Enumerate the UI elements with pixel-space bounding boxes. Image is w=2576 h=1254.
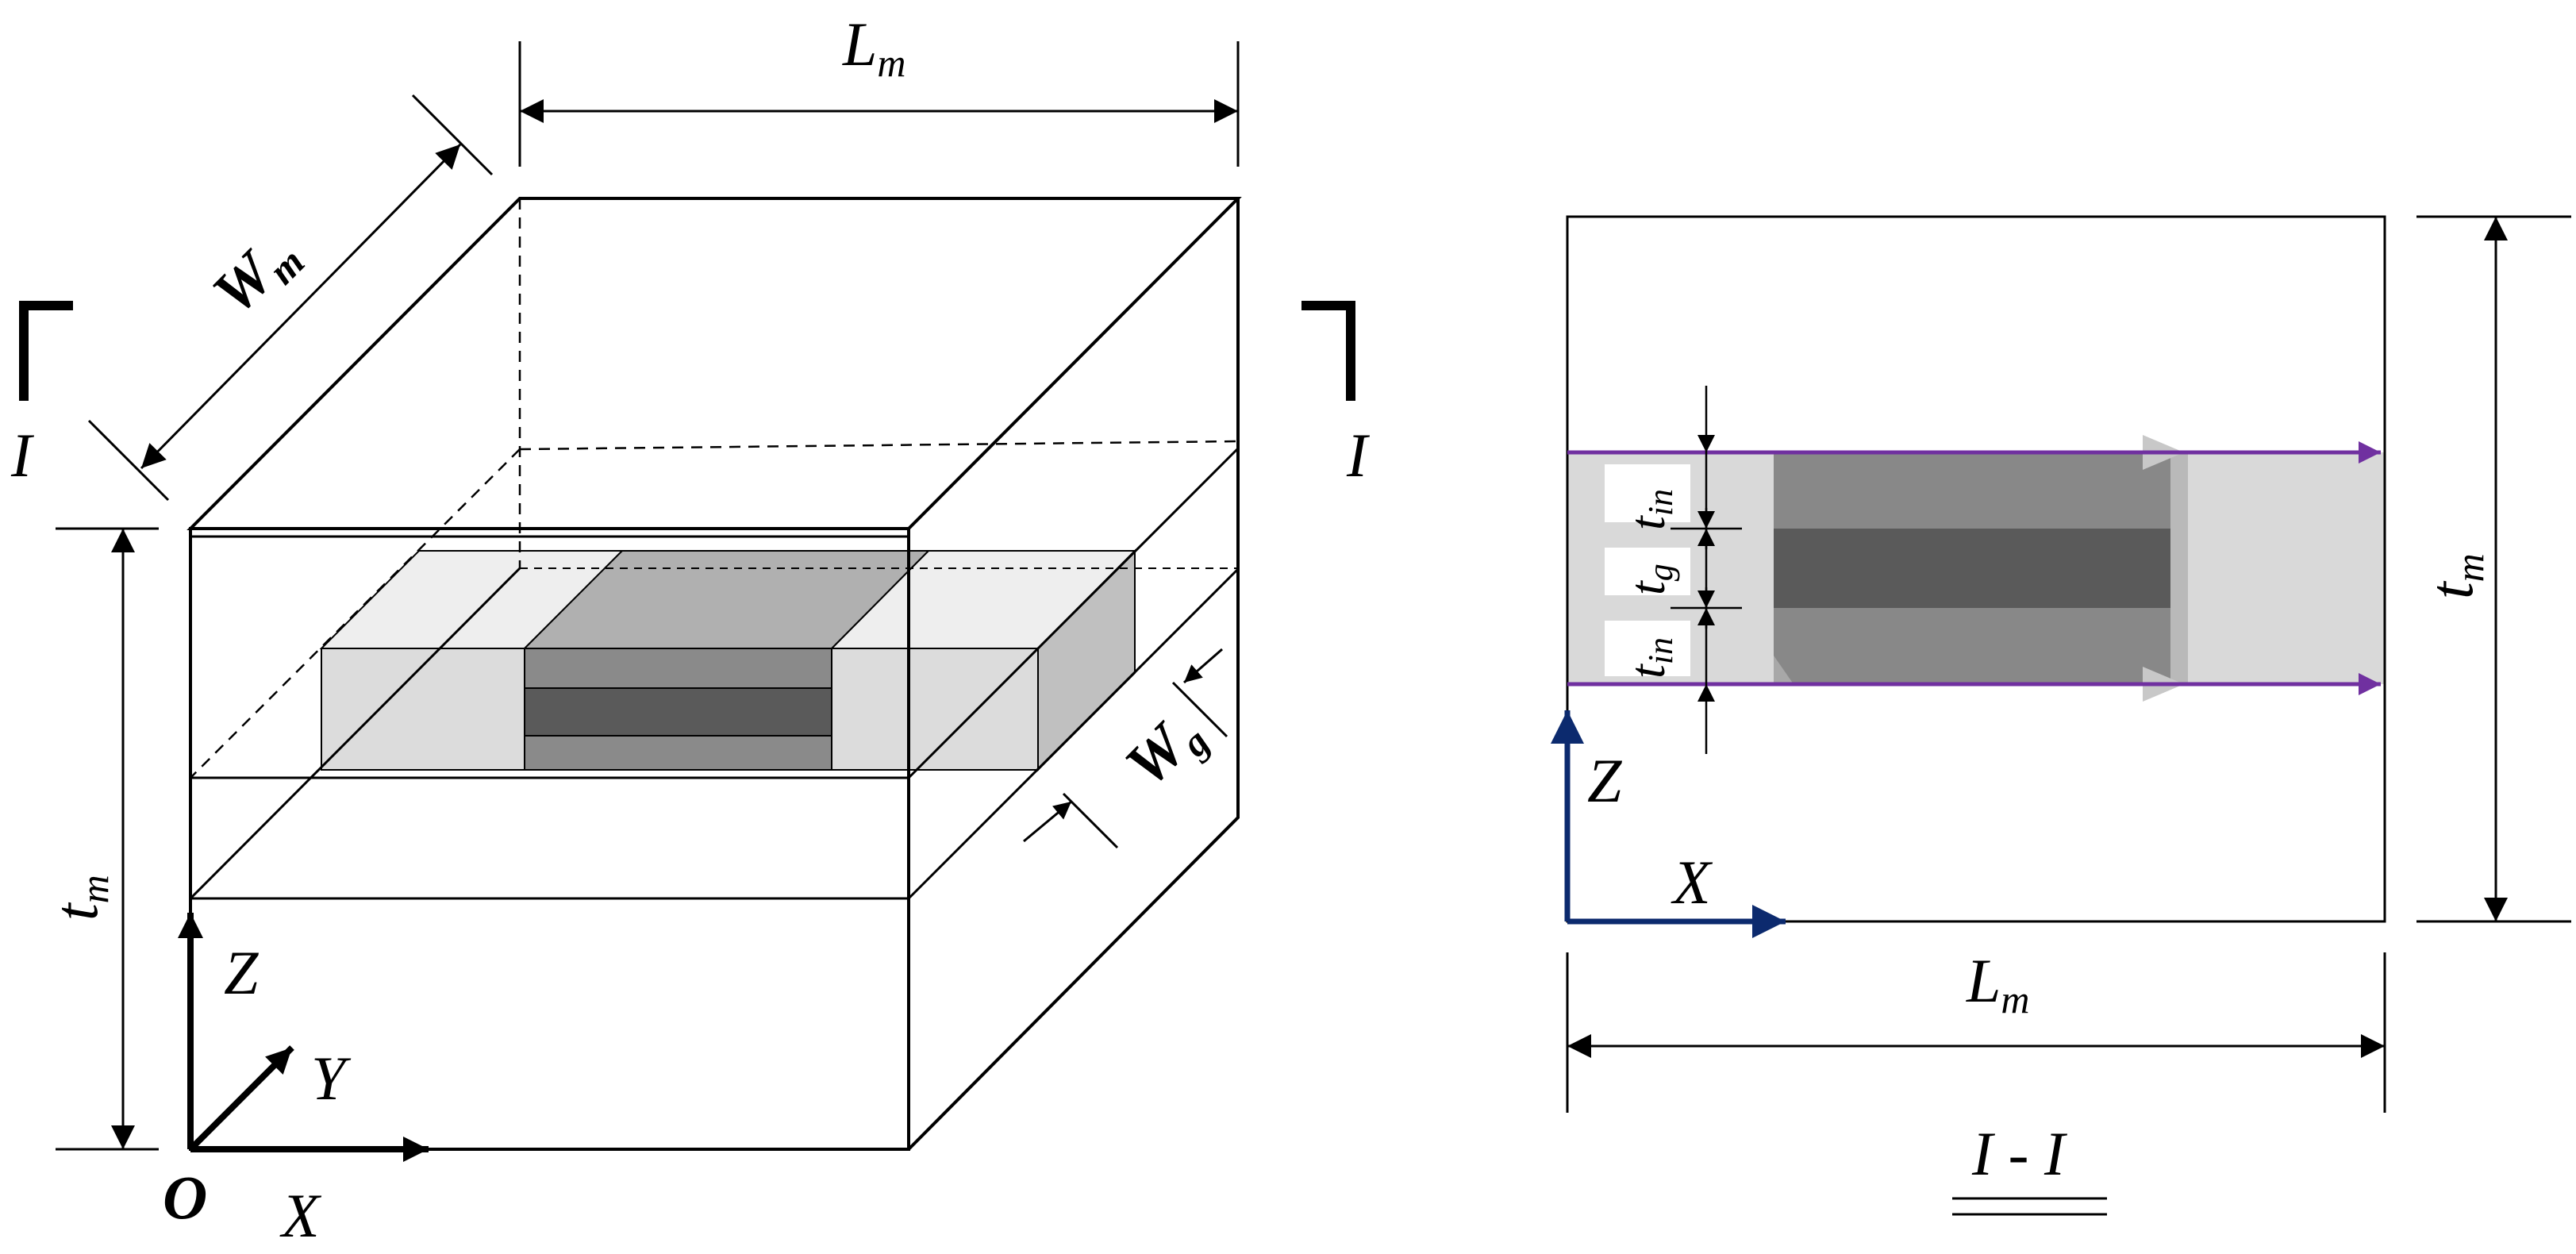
section-insulation-bottom — [1774, 608, 2178, 684]
hidden-edge — [190, 448, 521, 779]
box-right-edge — [907, 198, 1240, 1151]
section-insulation-top — [1774, 452, 2178, 529]
section-marker-left — [19, 301, 73, 401]
hidden-edge — [519, 440, 1239, 451]
section-view: tin tg tin tm Lm Z X I - I — [1551, 215, 2571, 1216]
wg-extension-line — [1171, 681, 1228, 738]
section-axis-x-label: X — [1671, 848, 1713, 917]
tg-label: tg — [1619, 564, 1680, 595]
insulation-bottom-layer — [524, 735, 832, 771]
wm-extension-line — [87, 419, 170, 502]
axis-y-label: Y — [311, 1044, 352, 1113]
insulation-top-layer — [524, 648, 832, 689]
section-gap — [1774, 529, 2178, 608]
box-front-face — [189, 527, 910, 1151]
lm-label: Lm — [842, 10, 906, 85]
y-axis — [188, 1045, 294, 1152]
section-title: I - I — [1971, 1119, 2068, 1188]
wg-arrow-upper — [1183, 648, 1223, 684]
axis-z-label: Z — [224, 938, 260, 1007]
embedded-block — [319, 548, 1137, 772]
axis-x-label: X — [279, 1181, 322, 1250]
layer-line — [907, 447, 1240, 779]
gap-layer — [524, 687, 832, 737]
wm-label: Wm — [199, 217, 313, 332]
tin-label-top: tin — [1619, 489, 1680, 530]
overlay-arrowhead — [1774, 656, 1794, 684]
section-core-edge — [2170, 452, 2188, 684]
tin-box-top — [1605, 464, 1690, 522]
tm-label: tm — [41, 875, 117, 921]
section-mark-right: I — [1346, 421, 1371, 490]
layer-line — [907, 567, 1240, 900]
layer-line — [189, 567, 521, 900]
section-axis-z-label: Z — [1587, 746, 1623, 815]
wg-arrow-lower — [1023, 800, 1072, 843]
tin-label-bottom: tin — [1619, 637, 1680, 679]
wm-dimension-arrow — [140, 143, 462, 470]
section-marker-right — [1301, 301, 1355, 401]
isometric-view: Lm Wm tm Wg I I Z Y X — [10, 10, 1371, 1250]
wg-label: Wg — [1112, 698, 1218, 804]
tg-box — [1605, 548, 1690, 595]
lm-section-label: Lm — [1966, 946, 2030, 1021]
origin-label: O — [163, 1163, 207, 1232]
section-mark-left: I — [10, 421, 35, 490]
box-top-face — [186, 197, 1242, 530]
tin-box-bottom — [1605, 621, 1690, 676]
wm-extension-line — [411, 94, 494, 176]
wg-extension-line — [1062, 792, 1119, 849]
section-outline — [1566, 215, 2386, 923]
tm-section-label: tm — [2416, 553, 2492, 599]
